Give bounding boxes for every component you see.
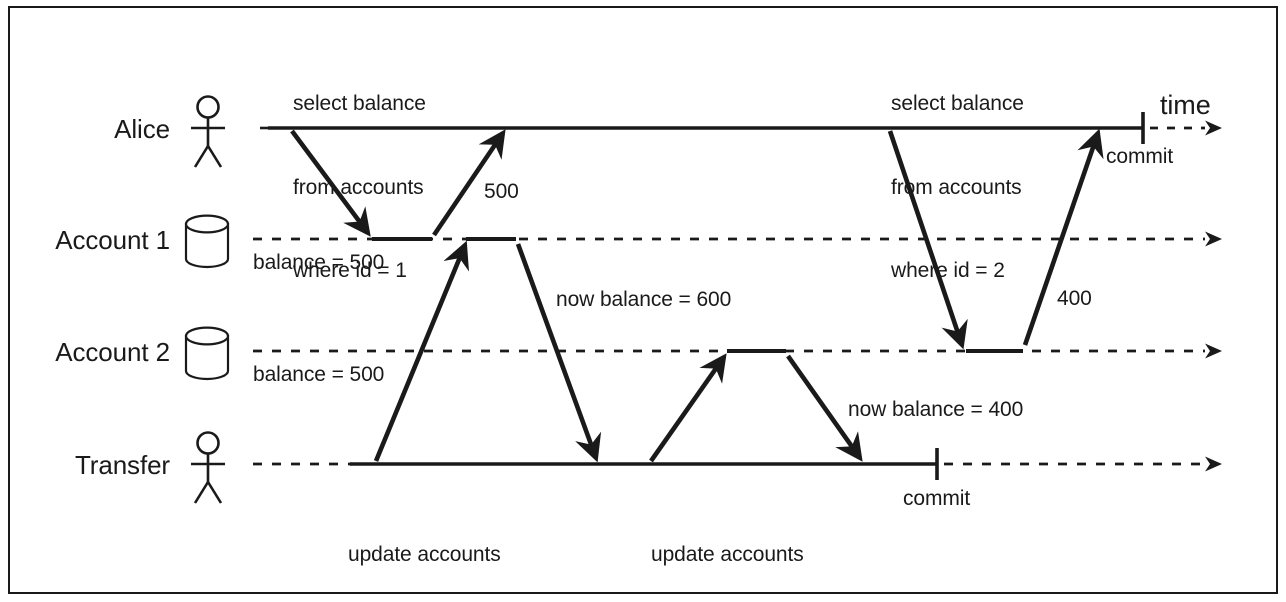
- database-cylinder-icon-account-2: [184, 326, 230, 381]
- note-alice-select-2-line-1: select balance: [891, 91, 1024, 115]
- note-transfer-update-1-line-1: update accounts: [348, 542, 501, 566]
- database-cylinder-icon-account-1: [184, 214, 230, 269]
- note-alice-select-2-line-2: from accounts: [891, 175, 1022, 199]
- note-account-2-now-balance: now balance = 400: [848, 398, 1024, 421]
- lifeline-label-account-2: Account 2: [55, 337, 170, 367]
- arrow-alice-to-account1: [290, 129, 371, 237]
- note-alice-select-1-line-2: from accounts: [293, 175, 424, 199]
- label-transfer-commit: commit: [903, 487, 971, 510]
- arrow-transfer-to-account2: [649, 353, 727, 463]
- note-transfer-update-1: update accounts set balance = balance + …: [348, 485, 609, 602]
- note-account-2-balance: balance = 500: [253, 363, 385, 386]
- note-account-1-balance: balance = 500: [253, 251, 385, 274]
- note-alice-select-1-line-1: select balance: [293, 91, 426, 115]
- arrow-account2-to-transfer: [786, 354, 863, 462]
- lifeline-label-transfer: Transfer: [74, 450, 170, 480]
- label-return-400: 400: [1057, 287, 1092, 310]
- lifeline-label-alice: Alice: [114, 114, 170, 144]
- arrow-account1-to-transfer: [515, 243, 602, 463]
- lifeline-label-account-1: Account 1: [55, 225, 170, 255]
- lifeline-transfer: [253, 448, 1222, 480]
- note-transfer-update-2: update accounts set balance = balance - …: [651, 485, 907, 602]
- note-alice-select-1: select balance from accounts where id = …: [293, 34, 426, 341]
- note-alice-select-2-line-3: where id = 2: [891, 259, 1005, 283]
- note-account-1-now-balance: now balance = 600: [556, 288, 732, 311]
- arrow-account2-to-alice-400: [1022, 128, 1104, 346]
- stick-figure-icon-alice: [191, 95, 225, 168]
- label-alice-commit: commit: [1106, 145, 1174, 168]
- note-alice-select-1-line-3: where id = 1: [293, 259, 407, 283]
- label-return-500: 500: [484, 180, 519, 203]
- activation-bars: [372, 237, 1023, 353]
- note-alice-select-2: select balance from accounts where id = …: [891, 34, 1024, 341]
- arrow-transfer-to-account1: [373, 240, 469, 462]
- diagram-frame: [8, 6, 1278, 594]
- stick-figure-icon-transfer: [191, 431, 225, 504]
- arrow-account1-to-alice-500: [432, 129, 506, 237]
- label-time-axis: time: [1160, 90, 1211, 120]
- note-transfer-update-2-line-1: update accounts: [651, 542, 804, 566]
- lifeline-alice: [260, 112, 1222, 144]
- arrow-alice-to-account2: [887, 130, 968, 350]
